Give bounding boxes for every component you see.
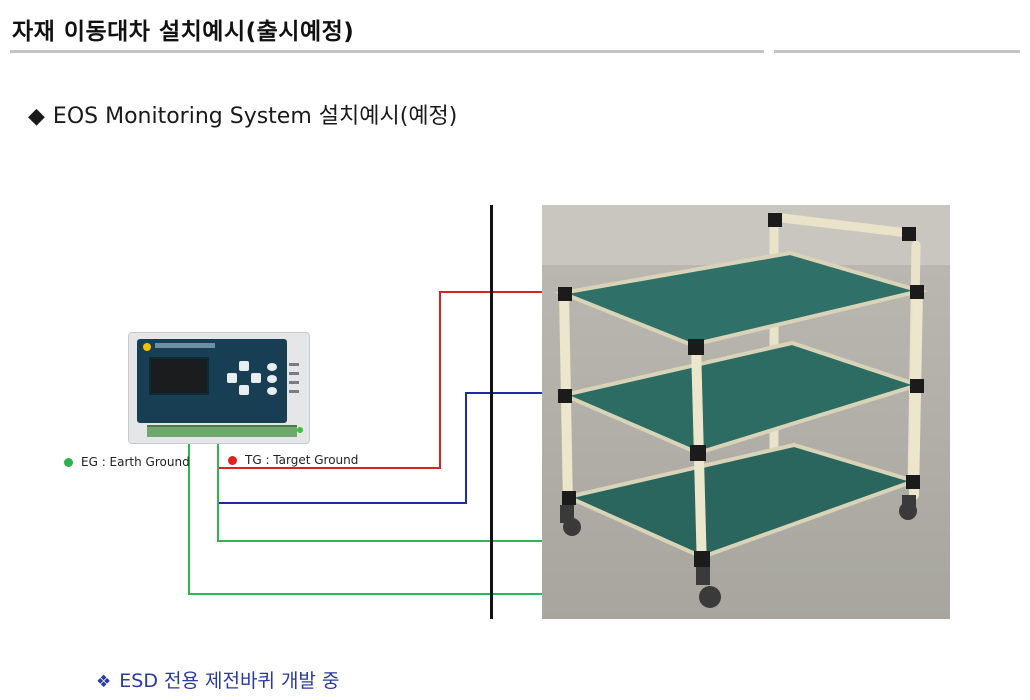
legend-tg-label: TG : Target Ground [245,453,359,467]
footnote: ❖ ESD 전용 제전바퀴 개발 중 [96,666,339,693]
device-lcd-screen [149,357,209,395]
ornament-bullet-icon: ❖ [96,672,112,692]
material-transport-cart-icon [542,205,950,619]
device-front-panel [137,339,287,423]
cart-illustration [542,205,950,619]
eg-green-wire-upper [217,444,682,542]
device-led-indicators-icon [289,363,303,403]
eos-monitoring-device-icon [128,332,310,444]
footnote-text: ESD 전용 제전바퀴 개발 중 [119,670,340,692]
legend-target-ground: TG : Target Ground [228,453,358,467]
device-buttons-icon [267,363,281,403]
title-rule [10,50,764,53]
section-heading: ◆ EOS Monitoring System 설치예시(예정) [28,98,457,130]
eg-green-wire-lower [188,444,712,595]
page-title: 자재 이동대차 설치예시(출시예정) [12,19,355,45]
device-dpad-icon [227,361,261,395]
device-brand-strip [155,343,215,348]
red-dot-icon [228,455,237,465]
green-dot-icon [64,457,73,467]
legend-earth-ground: EG : Earth Ground [64,455,190,469]
device-logo-icon [143,343,151,351]
device-terminal-block-icon [147,425,297,437]
legend-eg-label: EG : Earth Ground [81,455,190,469]
title-rule-right [774,50,1020,53]
device-status-led-icon [297,427,303,433]
divider-line [490,205,493,619]
diamond-bullet-icon: ◆ [28,104,45,129]
section-heading-text: EOS Monitoring System 설치예시(예정) [52,104,458,129]
